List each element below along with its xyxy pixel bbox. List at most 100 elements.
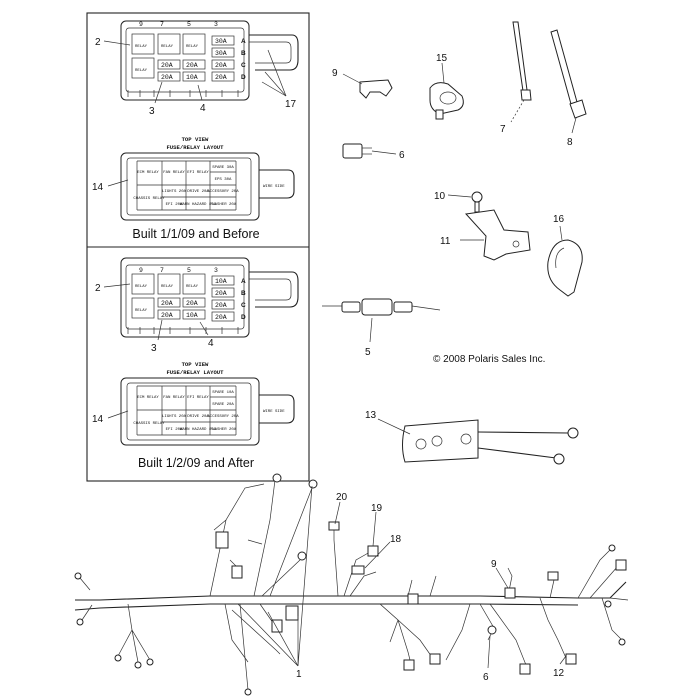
fuse-rating: 20A	[161, 300, 173, 307]
inset-panel	[86, 12, 310, 482]
fuse-rating: 20A	[215, 74, 227, 81]
part-6-connector: 6	[342, 143, 405, 161]
fuse-rating: 30A	[215, 38, 227, 45]
callout-3-after: 3	[151, 343, 157, 354]
layout-cell: WARN HAZARD 10A	[180, 203, 217, 207]
fuse-rating: 20A	[186, 300, 198, 307]
layout-cell: EPS 30A	[215, 178, 232, 182]
part-16-clamp: 16	[547, 214, 583, 297]
part-8-cable-tie: 8	[550, 29, 587, 148]
row-letter: B	[241, 290, 246, 297]
callout-11: 11	[440, 236, 451, 247]
layout-cell: ECM RELAY	[137, 396, 159, 400]
part-9-clip: 9	[332, 68, 393, 99]
relay-label: RELAY	[135, 45, 148, 49]
fuse-slot-digit: 9	[139, 267, 143, 274]
layout-cell: ACCESSORY 20A	[207, 190, 239, 194]
callout-4-before: 4	[200, 103, 206, 114]
fuse-slot-digit: 5	[187, 267, 191, 274]
layout-cell: FAN RELAY	[163, 171, 185, 175]
callout-17: 17	[285, 99, 297, 110]
relay-label: RELAY	[135, 309, 148, 313]
callout-16: 16	[553, 214, 565, 225]
row-letter: D	[241, 74, 246, 81]
layout-cell: CHASSIS RELAY	[133, 197, 165, 201]
row-letter: C	[241, 302, 246, 309]
fuse-rating: 30A	[215, 50, 227, 57]
fuse-slot-digit: 7	[160, 21, 164, 28]
callout-13: 13	[365, 410, 377, 421]
callout-9-clip: 9	[332, 68, 338, 79]
layout-cell: CHASSIS RELAY	[133, 422, 165, 426]
row-letter: D	[241, 314, 246, 321]
layout-cell: DRIVE 20A	[187, 190, 209, 194]
layout-cell: FLASHER 20A	[210, 203, 237, 207]
fuse-slot-digit: 3	[214, 267, 218, 274]
fuse-rating: 20A	[186, 62, 198, 69]
layout-cell: ECM RELAY	[137, 171, 159, 175]
callout-10: 10	[434, 191, 446, 202]
fuse-rating: 20A	[215, 62, 227, 69]
layout-cell: SPARE 30A	[212, 166, 234, 170]
callout-19: 19	[371, 503, 383, 514]
wire-side-label: WIRE SIDE	[263, 185, 285, 189]
copyright-notice: © 2008 Polaris Sales Inc.	[433, 354, 545, 365]
fuse-box-before: 9 7 5 3 RELAY RELAY RELAY RELAY 30A 30A …	[120, 20, 299, 101]
callout-2-before: 2	[95, 37, 101, 48]
layout-heading: FUSE/RELAY LAYOUT	[166, 144, 224, 151]
part-13-ground-strap: 13	[365, 410, 579, 465]
callout-5: 5	[365, 347, 371, 358]
fuse-rating: 20A	[215, 314, 227, 321]
part-15-mount: 15	[429, 53, 464, 120]
callout-20: 20	[336, 492, 348, 503]
part-7-cable-tie: 7	[500, 21, 532, 135]
caption-built-before: Built 1/1/09 and Before	[132, 227, 259, 241]
callout-9-harness: 9	[491, 559, 497, 570]
caption-built-after: Built 1/2/09 and After	[138, 456, 254, 470]
part-11-bracket: 11	[440, 209, 531, 261]
fuse-relay-layout-before: TOP VIEW FUSE/RELAY LAYOUT ECM RELAY FAN…	[120, 136, 295, 221]
layout-cell: WARN HAZARD 10A	[180, 428, 217, 432]
relay-label: RELAY	[135, 69, 148, 73]
fuse-relay-layout-after: TOP VIEW FUSE/RELAY LAYOUT ECM RELAY FAN…	[120, 361, 295, 446]
relay-label: RELAY	[186, 285, 199, 289]
layout-cell: LIGHTS 20A	[162, 190, 187, 194]
fuse-rating: 20A	[215, 302, 227, 309]
layout-cell: EFI RELAY	[187, 171, 209, 175]
fuse-slot-digit: 3	[214, 21, 218, 28]
harness-callouts: 20 19 18 9 1 6 12	[237, 485, 567, 683]
callout-3-before: 3	[149, 106, 155, 117]
layout-cell: ACCESSORY 20A	[207, 415, 239, 419]
callout-18: 18	[390, 534, 402, 545]
layout-cell: SPARE 10A	[212, 391, 234, 395]
layout-cell: LIGHTS 20A	[162, 415, 187, 419]
row-letter: C	[241, 62, 246, 69]
layout-heading: TOP VIEW	[182, 136, 209, 143]
fuse-rating: 20A	[161, 74, 173, 81]
main-harness	[74, 473, 629, 696]
callout-4-after: 4	[208, 338, 214, 349]
callout-7: 7	[500, 124, 506, 135]
callout-8: 8	[567, 137, 573, 148]
callout-14-before: 14	[92, 182, 104, 193]
layout-cell: SPARE 20A	[212, 403, 234, 407]
relay-label: RELAY	[135, 285, 148, 289]
layout-heading: FUSE/RELAY LAYOUT	[166, 369, 224, 376]
relay-label: RELAY	[161, 285, 174, 289]
fuse-rating: 10A	[186, 312, 198, 319]
fuse-rating: 20A	[215, 290, 227, 297]
row-letter: A	[241, 278, 246, 285]
layout-heading: TOP VIEW	[182, 361, 209, 368]
callout-1: 1	[296, 669, 302, 680]
part-5-inline-fuse: 5	[322, 298, 441, 358]
fuse-rating: 10A	[186, 74, 198, 81]
fuse-slot-digit: 5	[187, 21, 191, 28]
relay-label: RELAY	[186, 45, 199, 49]
fuse-box-after: 9 7 5 3 RELAY RELAY RELAY RELAY 10A 20A …	[120, 257, 299, 338]
layout-cell: EFI 20A	[166, 428, 183, 432]
layout-cell: FLASHER 20A	[210, 428, 237, 432]
layout-cell: EFI RELAY	[187, 396, 209, 400]
layout-cell: FAN RELAY	[163, 396, 185, 400]
row-letter: B	[241, 50, 246, 57]
